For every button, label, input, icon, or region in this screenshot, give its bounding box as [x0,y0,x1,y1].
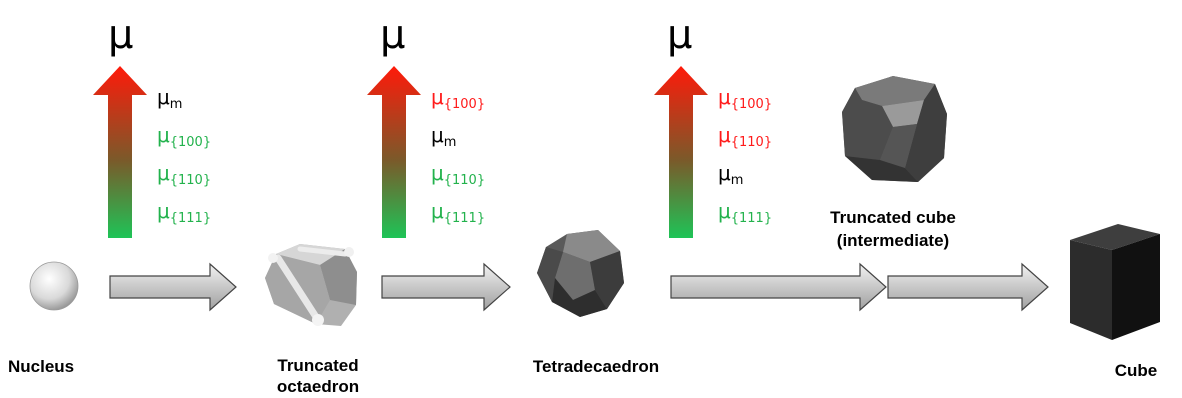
potential-sub: m [444,135,457,150]
flow-arrow-3 [670,262,887,312]
mu-title-2: μ [380,12,405,58]
mu-title-1: μ [108,12,133,58]
potential-base: μ [431,85,444,109]
flow-arrow-4 [887,262,1049,312]
potential-item: μm [157,85,182,112]
potential-item: μ{100} [157,123,211,150]
flow-arrow-1 [109,262,237,312]
potential-base: μ [157,199,170,223]
potential-item: μ{111} [157,199,211,226]
label-tetradecaedron: Tetradecaedron [533,357,659,376]
potential-item: μ{110} [718,123,772,150]
potential-item: μ{111} [718,199,772,226]
potential-sub: m [731,173,744,188]
potential-sub: {110} [444,173,485,188]
label-cube: Cube [1115,361,1158,380]
potential-sub: {100} [444,97,485,112]
potential-base: μ [718,199,731,223]
flow-arrow-2 [381,262,511,312]
potential-arrow-3 [654,66,708,238]
potential-base: μ [718,85,731,109]
potential-sub: {111} [444,211,485,226]
label-truncated-cube-line2: (intermediate) [837,231,949,250]
potential-sub: {110} [170,173,211,188]
nucleus-sphere [29,261,79,311]
potential-sub: m [170,97,183,112]
potential-arrow-2 [367,66,421,238]
label-nucleus: Nucleus [8,357,74,376]
truncated-octaedron-shape [265,244,357,326]
potential-sub: {111} [731,211,772,226]
label-truncated-octaedron-line2: octaedron [277,377,359,396]
potential-base: μ [157,161,170,185]
potential-base: μ [431,199,444,223]
cube-shape [1070,224,1160,340]
potential-item: μ{100} [431,85,485,112]
potential-arrow-1 [93,66,147,238]
potential-item: μ{100} [718,85,772,112]
label-truncated-cube-line1: Truncated cube [830,208,956,227]
potential-list-1: μm μ{100} μ{110} μ{111} [157,85,211,226]
tetradecaedron-shape [537,230,624,317]
label-truncated-octaedron-line1: Truncated [277,356,358,375]
potential-base: μ [431,161,444,185]
mu-title-3: μ [667,12,692,58]
potential-sub: {100} [731,97,772,112]
potential-sub: {100} [170,135,211,150]
potential-base: μ [718,161,731,185]
potential-base: μ [157,123,170,147]
potential-list-3: μ{100} μ{110} μm μ{111} [718,85,772,226]
potential-base: μ [431,123,444,147]
potential-item: μ{110} [431,161,485,188]
truncated-cube-shape [842,76,947,182]
potential-base: μ [718,123,731,147]
potential-base: μ [157,85,170,109]
potential-sub: {111} [170,211,211,226]
potential-item: μm [431,123,456,150]
potential-item: μ{110} [157,161,211,188]
potential-sub: {110} [731,135,772,150]
potential-list-2: μ{100} μm μ{110} μ{111} [431,85,485,226]
potential-item: μ{111} [431,199,485,226]
potential-item: μm [718,161,743,188]
